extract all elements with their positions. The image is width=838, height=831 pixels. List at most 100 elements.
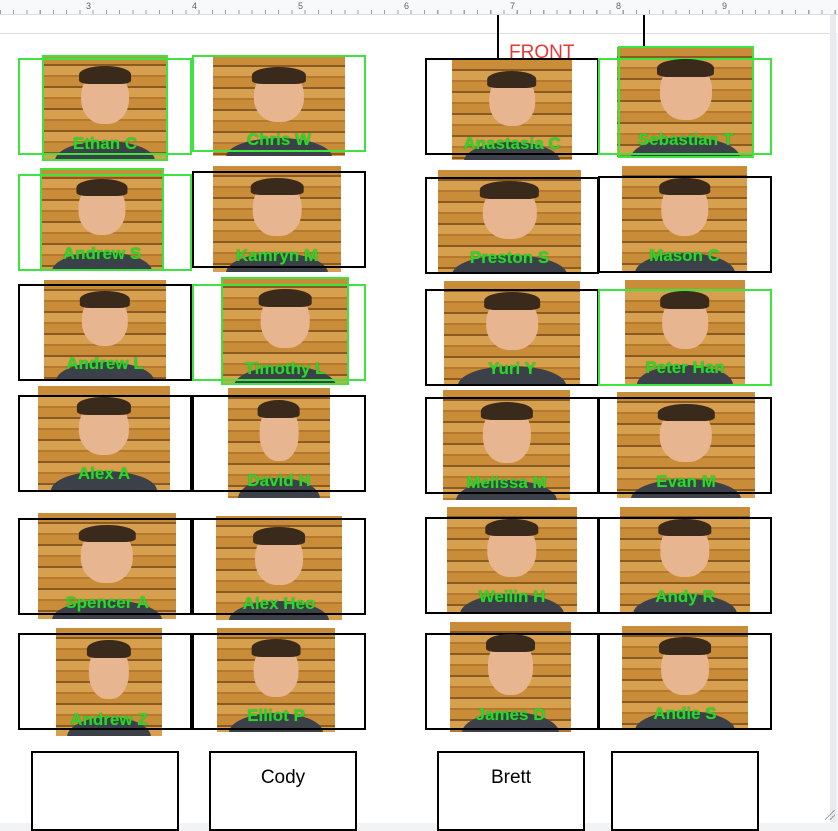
- face-image: [480, 181, 540, 239]
- person-name: Peter Han: [645, 357, 725, 377]
- ruler-number: 5: [298, 1, 304, 11]
- person-photo[interactable]: Melissa M: [443, 390, 570, 500]
- person-name: Ethan C: [72, 133, 138, 153]
- face-image: [487, 70, 537, 126]
- seat-box[interactable]: [192, 395, 366, 492]
- face-image: [485, 633, 536, 695]
- person-photo[interactable]: Andie S: [622, 626, 748, 730]
- person-name: Timothy L: [244, 358, 326, 378]
- seat-brett[interactable]: Brett: [437, 751, 585, 831]
- person-name: Evan M: [656, 471, 716, 491]
- face-image: [250, 177, 303, 236]
- person-name: Andrew S: [62, 243, 142, 263]
- seat-box[interactable]: [598, 633, 772, 730]
- face-image: [76, 179, 128, 236]
- seat-empty-1[interactable]: [31, 751, 179, 831]
- person-name: Weilin H: [478, 586, 546, 606]
- face-image: [485, 518, 540, 577]
- face-image: [76, 397, 132, 455]
- person-photo[interactable]: Andrew S: [40, 168, 164, 270]
- person-photo[interactable]: Alex A: [38, 386, 170, 490]
- person-name: Chris W: [246, 130, 312, 149]
- person-photo[interactable]: Weilin H: [447, 507, 577, 613]
- seat-box[interactable]: [598, 176, 772, 273]
- person-photo[interactable]: Alex Heo: [216, 516, 342, 620]
- person-name: David H: [247, 471, 311, 491]
- resize-handle-icon[interactable]: [825, 810, 835, 820]
- face-image: [87, 639, 132, 700]
- person-photo[interactable]: Ethan C: [42, 55, 168, 160]
- person-photo[interactable]: Andy R: [620, 507, 750, 613]
- face-image: [658, 518, 713, 577]
- highlight-box[interactable]: [40, 168, 164, 271]
- person-photo[interactable]: Yuri Y: [444, 281, 580, 385]
- seat-box[interactable]: [598, 517, 772, 614]
- seat-cody[interactable]: Cody: [209, 751, 357, 831]
- person-photo[interactable]: Anastasia C: [452, 60, 572, 160]
- seat-box[interactable]: [598, 397, 772, 494]
- person-photo[interactable]: James D: [450, 622, 571, 732]
- seat-box[interactable]: [192, 633, 366, 730]
- ruler-number: 8: [616, 1, 622, 11]
- person-name: Andy R: [655, 586, 715, 606]
- person-name: Alex Heo: [242, 593, 316, 613]
- face-image: [657, 403, 715, 462]
- person-name: Mason C: [649, 245, 720, 265]
- ruler-number: 7: [510, 1, 516, 11]
- front-label: FRONT: [509, 42, 575, 63]
- vertical-scrollbar[interactable]: [830, 15, 836, 822]
- face-image: [79, 66, 131, 125]
- person-photo[interactable]: David H: [228, 388, 330, 498]
- highlight-box[interactable]: [618, 46, 754, 158]
- face-image: [79, 290, 131, 346]
- person-photo[interactable]: Preston S: [438, 170, 581, 274]
- front-line-left: [497, 15, 499, 63]
- face-image: [78, 524, 136, 583]
- person-photo[interactable]: Andrew Z: [56, 628, 162, 736]
- horizontal-ruler[interactable]: 3 4 5 6 7 8 9: [0, 0, 838, 15]
- seat-box[interactable]: [18, 518, 192, 615]
- face-image: [659, 637, 711, 695]
- person-photo[interactable]: Elliot P: [217, 628, 335, 732]
- person-name: Spencer A: [65, 592, 149, 612]
- highlight-box[interactable]: [42, 55, 168, 161]
- person-name: Yuri Y: [488, 358, 536, 378]
- ruler-number: 3: [86, 1, 92, 11]
- face-image: [658, 177, 710, 236]
- person-name: Anastasia C: [463, 134, 561, 153]
- seat-box[interactable]: [18, 395, 192, 492]
- face-image: [251, 66, 307, 122]
- face-image: [258, 399, 300, 461]
- person-name: Preston S: [469, 247, 550, 267]
- front-line-right: [643, 15, 645, 47]
- highlight-box[interactable]: [192, 284, 366, 381]
- ruler-number: 9: [722, 1, 728, 11]
- highlight-box[interactable]: [598, 289, 772, 386]
- person-name: Sebastian T: [637, 130, 734, 150]
- face-image: [480, 401, 533, 463]
- top-margin: [0, 15, 838, 33]
- face-image: [484, 292, 540, 350]
- person-name: Elliot P: [247, 705, 305, 725]
- person-photo[interactable]: Sebastian T: [617, 47, 754, 157]
- seat-box[interactable]: [18, 633, 192, 730]
- person-name: Melissa M: [466, 473, 547, 493]
- person-name: Andie S: [653, 703, 717, 723]
- highlight-box[interactable]: [192, 55, 366, 152]
- seat-box[interactable]: [192, 518, 366, 615]
- highlight-box[interactable]: [18, 58, 192, 155]
- person-name: Andrew Z: [70, 709, 148, 729]
- person-photo[interactable]: Peter Han: [625, 280, 745, 384]
- ruler-number: 4: [192, 1, 198, 11]
- seat-empty-2[interactable]: [611, 751, 759, 831]
- person-photo[interactable]: Andrew L: [44, 280, 166, 380]
- highlight-box[interactable]: [221, 277, 349, 385]
- seat-box[interactable]: [192, 171, 366, 268]
- person-photo[interactable]: Mason C: [622, 166, 747, 272]
- face-image: [657, 58, 714, 120]
- person-name: James D: [475, 705, 546, 725]
- person-name: Andrew L: [66, 354, 144, 373]
- face-image: [660, 291, 710, 349]
- seat-box[interactable]: [18, 284, 192, 381]
- face-image: [251, 639, 301, 697]
